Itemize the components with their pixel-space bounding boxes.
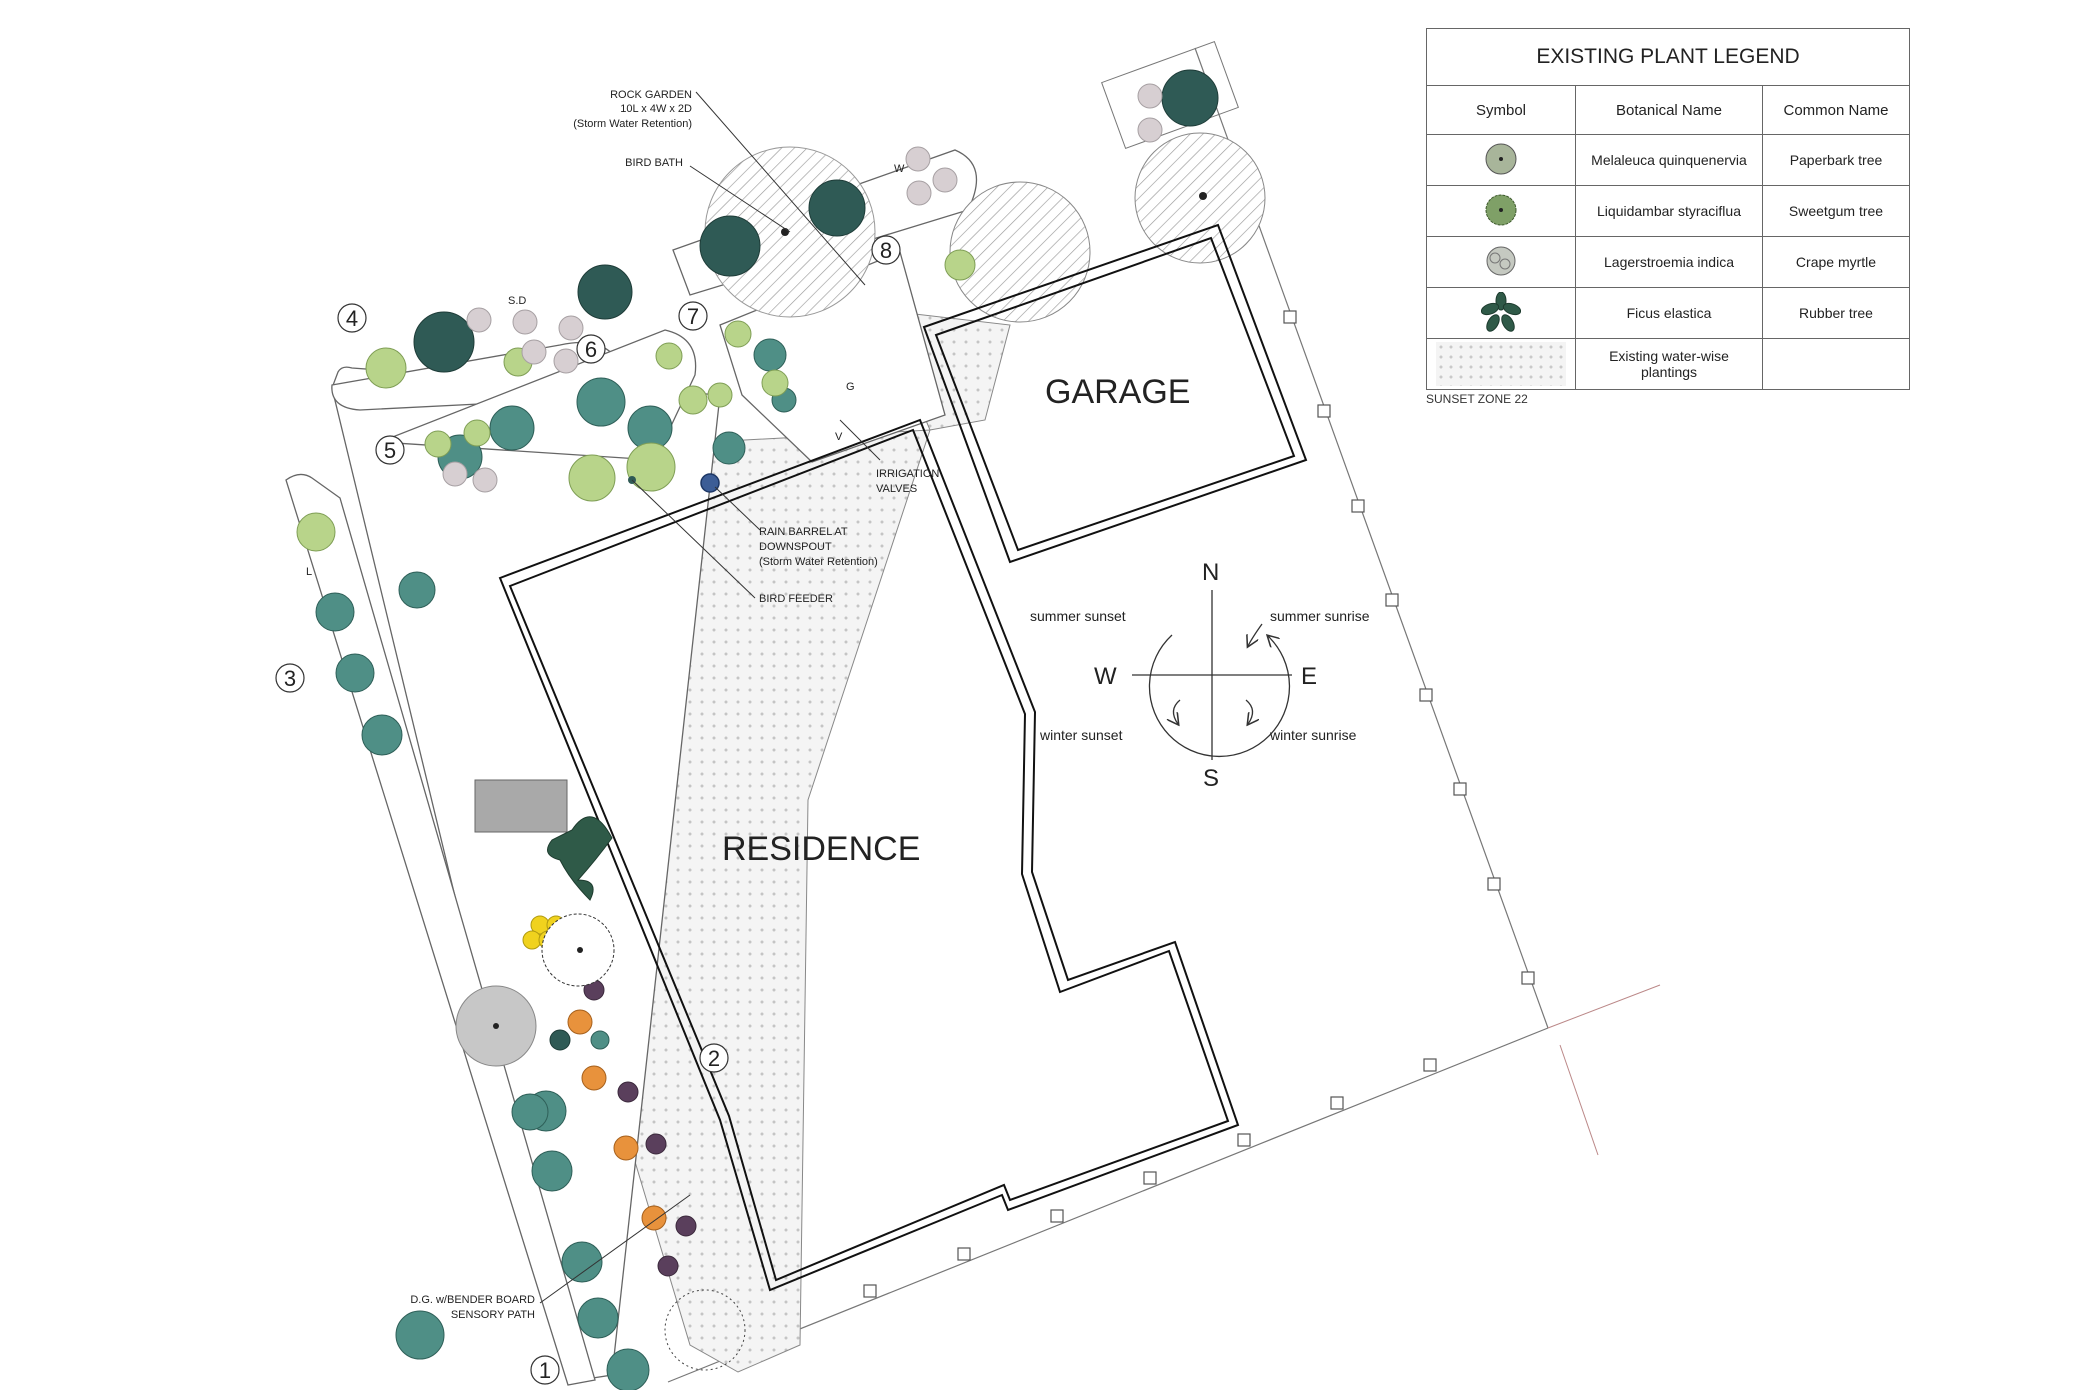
- legend-row: Ficus elastica Rubber tree: [1426, 287, 1910, 339]
- winter-sunrise-label: winter sunrise: [1269, 727, 1357, 743]
- crape-myrtle-icon: [1426, 236, 1576, 288]
- legend-common: Crape myrtle: [1762, 236, 1910, 288]
- legend-header-symbol: Symbol: [1426, 85, 1576, 135]
- irrigation-valves: VALVES: [876, 483, 917, 495]
- legend-row: Existing water-wise plantings: [1426, 338, 1910, 390]
- teal-shrubs: [315, 338, 797, 1390]
- compass-e: E: [1301, 663, 1317, 690]
- zone-markers: [275, 235, 901, 1385]
- legend-botanical: Ficus elastica: [1575, 287, 1763, 339]
- compass-rose: [1132, 590, 1292, 760]
- tag-g: G: [846, 381, 855, 393]
- compass-n: N: [1202, 559, 1219, 586]
- pink-flowering-shrubs: [442, 83, 1163, 493]
- legend-botanical: Liquidambar styraciflua: [1575, 185, 1763, 237]
- fence-posts: [863, 310, 1535, 1298]
- summer-sunset-label: summer sunset: [1030, 608, 1126, 624]
- rain-barrel-icon: [700, 473, 720, 493]
- bird-bath-label: BIRD BATH: [625, 157, 683, 169]
- leader-lines: [539, 91, 881, 1304]
- zone-8-label: 8: [880, 238, 892, 263]
- small-tags: S.D W L G V: [306, 163, 905, 578]
- garage-label: GARAGE: [1045, 373, 1190, 411]
- tag-sd: S.D: [508, 295, 526, 307]
- water-wise-plantings-swatch: [1426, 338, 1576, 390]
- dg-path-note: SENSORY PATH: [451, 1309, 535, 1321]
- plant-legend: EXISTING PLANT LEGEND Symbol Botanical N…: [1426, 28, 1910, 390]
- sunset-zone-note: SUNSET ZONE 22: [1426, 392, 1528, 406]
- existing-trees: [395, 192, 1207, 1371]
- compass-w: W: [1094, 663, 1117, 690]
- zone-5-label: 5: [384, 438, 396, 463]
- zone-numbers: 1 2 3 4 5 6 7 8: [284, 238, 892, 1383]
- zone-4-label: 4: [346, 306, 358, 331]
- legend-row: Lagerstroemia indica Crape myrtle: [1426, 236, 1910, 288]
- callouts-right: IRRIGATION VALVES RAIN BARREL AT DOWNSPO…: [759, 468, 939, 605]
- residence-label: RESIDENCE: [722, 830, 920, 868]
- planting-beds: [285, 149, 977, 1386]
- legend-header-common: Common Name: [1762, 85, 1910, 135]
- legend-botanical: Lagerstroemia indica: [1575, 236, 1763, 288]
- compass-labels: N S E W summer sunset summer sunrise win…: [1030, 559, 1370, 792]
- rain-barrel-downspout: DOWNSPOUT: [759, 541, 832, 553]
- rock-garden-label: ROCK GARDEN: [610, 89, 692, 101]
- tag-w: W: [894, 163, 905, 175]
- building-outlines: [498, 223, 1308, 1292]
- accent-plants: [522, 915, 697, 1277]
- rubber-tree-icon: [1426, 287, 1576, 339]
- winter-sunset-label: winter sunset: [1039, 727, 1123, 743]
- zone-1-label: 1: [539, 1358, 551, 1383]
- tag-v: V: [835, 431, 843, 443]
- rock-garden-dims: 10L x 4W x 2D: [620, 103, 692, 115]
- large-trees: [413, 69, 1219, 373]
- legend-title: EXISTING PLANT LEGEND: [1426, 28, 1910, 86]
- legend-row: Liquidambar styraciflua Sweetgum tree: [1426, 185, 1910, 237]
- legend-row: Melaleuca quinquenervia Paperbark tree: [1426, 134, 1910, 186]
- zone-7-label: 7: [687, 304, 699, 329]
- zone-2-label: 2: [708, 1046, 720, 1071]
- legend-common: [1762, 338, 1910, 390]
- bird-feeder-label: BIRD FEEDER: [759, 593, 833, 605]
- legend-common: Paperbark tree: [1762, 134, 1910, 186]
- legend-common: Rubber tree: [1762, 287, 1910, 339]
- rain-barrel-note: (Storm Water Retention): [759, 556, 878, 568]
- legend-botanical: Existing water-wise plantings: [1575, 338, 1763, 390]
- sweetgum-tree-icon: [1426, 185, 1576, 237]
- legend-botanical: Melaleuca quinquenervia: [1575, 134, 1763, 186]
- light-green-plants: [296, 249, 976, 552]
- tag-l: L: [306, 566, 312, 578]
- summer-sunrise-label: summer sunrise: [1270, 608, 1370, 624]
- rock-garden-note: (Storm Water Retention): [573, 118, 692, 130]
- zone-6-label: 6: [585, 337, 597, 362]
- callouts: ROCK GARDEN 10L x 4W x 2D (Storm Water R…: [410, 89, 692, 1321]
- dg-path-label: D.G. w/BENDER BOARD: [410, 1294, 535, 1306]
- compass-s: S: [1203, 765, 1219, 792]
- rain-barrel-label: RAIN BARREL AT: [759, 526, 848, 538]
- zone-3-label: 3: [284, 666, 296, 691]
- legend-header-botanical: Botanical Name: [1575, 85, 1763, 135]
- irrigation-label: IRRIGATION: [876, 468, 939, 480]
- paperbark-tree-icon: [1426, 134, 1576, 186]
- legend-common: Sweetgum tree: [1762, 185, 1910, 237]
